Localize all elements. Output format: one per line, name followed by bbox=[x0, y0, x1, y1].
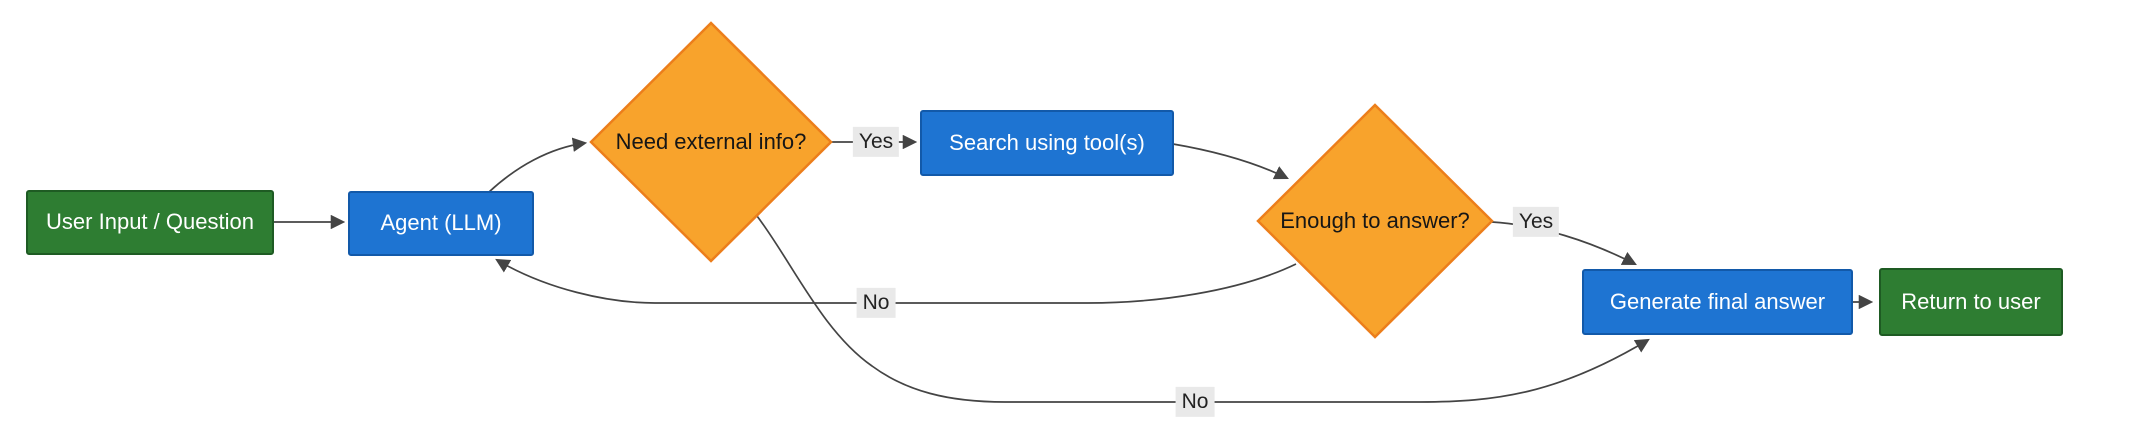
edge-enough-yes bbox=[1491, 221, 1637, 265]
node-enough-to-answer bbox=[1256, 103, 1494, 339]
edge-enough-no-loop bbox=[495, 258, 1297, 304]
node-user-input bbox=[26, 190, 274, 255]
edge-search-to-enough bbox=[1172, 143, 1289, 180]
node-search-tools bbox=[920, 110, 1174, 176]
node-need-external-info bbox=[589, 21, 833, 263]
edge-need-info-no bbox=[756, 215, 1650, 403]
edge-agent-to-need-info bbox=[488, 137, 588, 193]
node-return-to-user bbox=[1879, 268, 2063, 336]
node-agent-llm bbox=[348, 191, 534, 256]
node-generate-answer bbox=[1582, 269, 1853, 335]
